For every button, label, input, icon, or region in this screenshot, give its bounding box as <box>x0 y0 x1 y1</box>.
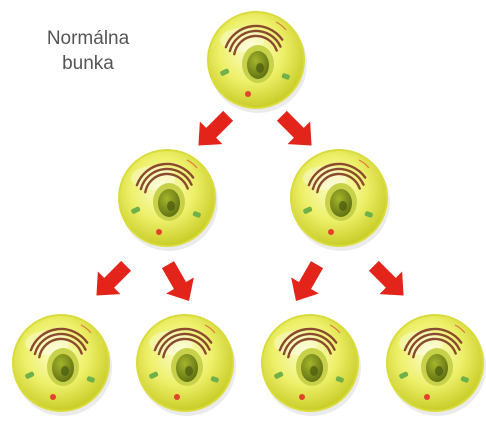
arrow-shape <box>271 105 323 157</box>
lysosome <box>156 229 162 235</box>
arrow-shape <box>363 255 415 307</box>
lysosome <box>245 91 251 97</box>
cell-gen2-right <box>291 150 390 251</box>
arrow-right-to-gen3-3 <box>282 257 331 309</box>
cell-parent <box>208 12 307 113</box>
arrow-left-to-gen3-2 <box>154 257 203 309</box>
cell-gen3-3 <box>262 315 361 416</box>
arrow-shape <box>187 105 239 157</box>
cells-layer <box>13 12 486 416</box>
lysosome <box>174 394 180 400</box>
nucleolus <box>167 201 175 211</box>
arrow-shape <box>85 255 137 307</box>
lysosome <box>328 229 334 235</box>
nucleolus <box>256 63 264 73</box>
arrow-parent-to-right <box>271 105 323 157</box>
arrow-shape <box>282 257 331 309</box>
cell-gen2-left <box>119 150 218 251</box>
cell-gen3-2 <box>137 315 236 416</box>
nucleolus <box>61 366 69 376</box>
cell-gen3-4 <box>387 315 486 416</box>
cell-gen3-1 <box>13 315 112 416</box>
lysosome <box>50 394 56 400</box>
nucleolus <box>185 366 193 376</box>
nucleolus <box>310 366 318 376</box>
nucleolus <box>339 201 347 211</box>
arrow-shape <box>154 257 203 309</box>
lysosome <box>424 394 430 400</box>
arrow-parent-to-left <box>187 105 239 157</box>
nucleolus <box>435 366 443 376</box>
arrow-left-to-gen3-1 <box>85 255 137 307</box>
lysosome <box>299 394 305 400</box>
arrow-right-to-gen3-4 <box>363 255 415 307</box>
